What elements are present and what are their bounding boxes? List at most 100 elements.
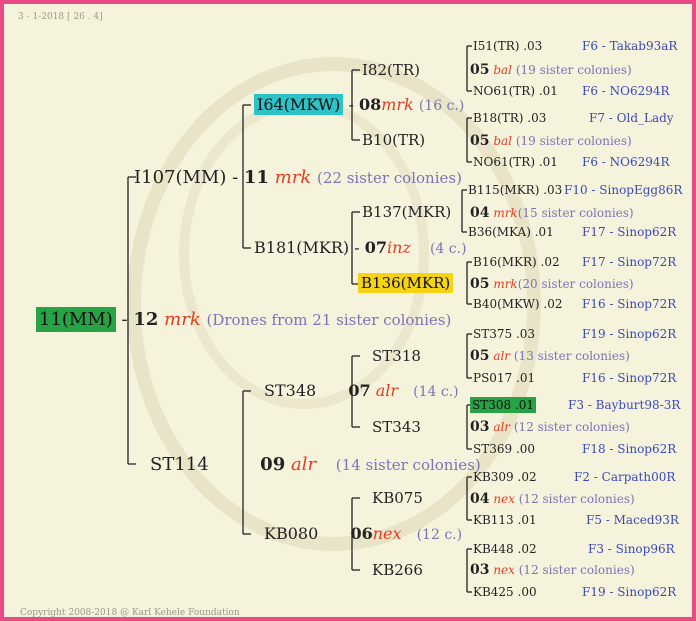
g3-c-note: (14 c.): [413, 384, 459, 400]
dam-mark: alr: [290, 454, 317, 475]
g4-b1-mark: mrk: [493, 206, 518, 220]
g3-c-node: ST348 07 alr (14 c.): [264, 381, 459, 400]
leaf-name: KB425 .00: [473, 585, 537, 599]
root-mark: mrk: [164, 309, 201, 330]
leaf-name: B16(MKR) .02: [473, 255, 560, 269]
leaf-ref: F6 - Takab93aR: [582, 39, 678, 53]
root-name: 11(MM): [36, 307, 116, 332]
g4-c1-name: ST318: [372, 347, 421, 365]
leaf-ref: F16 - Sinop72R: [582, 297, 677, 311]
leaf-ref: F16 - Sinop72R: [582, 371, 677, 385]
g4-c1-num: 05: [470, 348, 490, 364]
g4-a1-name: I82(TR): [362, 61, 421, 79]
g4-c1-mark: alr: [493, 349, 511, 363]
sire-mark: mrk: [274, 167, 312, 188]
g3-b-name: B181(MKR): [254, 238, 350, 257]
root-num: 12: [133, 309, 159, 330]
g4-d2-info: 03 nex (12 sister colonies): [470, 563, 635, 577]
g4-b1-num: 04: [470, 205, 490, 221]
g3-a-note: (16 c.): [418, 98, 465, 114]
leaf-highlight: ST308 .01: [470, 397, 537, 413]
g4-a1-num: 05: [470, 62, 490, 78]
g4-b1-name: B137(MKR): [362, 203, 452, 221]
sire-name: I107(MM): [134, 167, 227, 188]
g4-c2-num: 03: [470, 419, 490, 435]
leaf-ref: F6 - NO6294R: [582, 155, 670, 169]
g4-b2-num: 05: [470, 276, 490, 292]
g4-d1-mark: nex: [493, 492, 515, 506]
g4-a1-note: (19 sister colonies): [515, 63, 632, 77]
g4-b2-info: 05 mrk(20 sister colonies): [470, 277, 634, 291]
leaf-ref: F3 - Sinop96R: [588, 542, 675, 556]
leaf-ref: F19 - Sinop62R: [582, 327, 677, 341]
g4-b1-info: 04 mrk(15 sister colonies): [470, 206, 634, 220]
g4-a2-info: 05 bal (19 sister colonies): [470, 134, 632, 148]
leaf-name: ST308 .01: [470, 397, 537, 413]
g3-a-mark: mrk: [381, 95, 414, 114]
leaf-name: ST375 .03: [473, 327, 536, 341]
g3-b-mark: inz: [387, 238, 411, 257]
leaf-ref: F17 - Sinop72R: [582, 255, 677, 269]
dam-node: ST114 09 alr (14 sister colonies): [150, 456, 481, 474]
g4-a1-info: 05 bal (19 sister colonies): [470, 63, 632, 77]
g4-a2-mark: bal: [493, 134, 512, 148]
g4-d2-num: 03: [470, 562, 490, 578]
header-text: 3 - 1-2018 [ 26 . 4]: [18, 12, 103, 22]
leaf-ref: F5 - Maced93R: [586, 513, 679, 527]
g3-b-note: (4 c.): [429, 241, 467, 257]
root-note: (Drones from 21 sister colonies): [206, 311, 452, 329]
g4-d1-info: 04 nex (12 sister colonies): [470, 492, 635, 506]
root-node: 11(MM) - 12 mrk (Drones from 21 sister c…: [36, 307, 452, 332]
g3-b-num: 07: [364, 238, 388, 257]
g3-c-name: ST348: [264, 381, 317, 400]
sire-node: I107(MM) - 11 mrk (22 sister colonies): [134, 167, 462, 188]
g4-c2-note: (12 sister colonies): [513, 420, 630, 434]
g4-d1-note: (12 sister colonies): [518, 492, 635, 506]
g3-d-mark: nex: [372, 524, 402, 543]
pedigree-connectors: [127, 45, 472, 593]
g3-c-num: 07: [348, 381, 371, 400]
leaf-name: NO61(TR) .01: [473, 84, 558, 98]
leaf-ref: F2 - Carpath00R: [574, 470, 676, 484]
g3-d-num: 06: [350, 524, 373, 543]
g4-d2-mark: nex: [493, 563, 515, 577]
g4-d1-num: 04: [470, 491, 490, 507]
g3-d-node: KB080 06nex (12 c.): [264, 524, 463, 543]
g4-c2-mark: alr: [493, 420, 511, 434]
g3-b-node: B181(MKR) - 07inz (4 c.): [254, 238, 467, 257]
leaf-ref: F6 - NO6294R: [582, 84, 670, 98]
leaf-name: KB113 .01: [473, 513, 537, 527]
g3-d-name: KB080: [264, 524, 319, 543]
g4-b1-note: (15 sister colonies): [517, 206, 634, 220]
leaf-name: KB448 .02: [473, 542, 537, 556]
leaf-ref: F18 - Sinop62R: [582, 442, 677, 456]
g3-a-num: 08: [358, 95, 382, 114]
sire-note: (22 sister colonies): [317, 169, 462, 187]
g4-a1-mark: bal: [493, 63, 512, 77]
g4-a2-name: B10(TR): [362, 131, 426, 149]
g3-a-node: I64(MKW) - 08mrk (16 c.): [254, 94, 465, 115]
g3-c-mark: alr: [375, 381, 399, 400]
g4-c1-note: (13 sister colonies): [513, 349, 630, 363]
g4-d2-name: KB266: [372, 561, 423, 579]
leaf-name: NO61(TR) .01: [473, 155, 558, 169]
copyright-text: Copyright 2008-2018 @ Karl Kehele Founda…: [20, 608, 240, 618]
leaf-ref: F17 - Sinop62R: [582, 225, 677, 239]
g4-c2-name: ST343: [372, 418, 421, 436]
leaf-ref: F7 - Old_Lady: [589, 111, 674, 125]
leaf-name: B18(TR) .03: [473, 111, 547, 125]
g4-d1-name: KB075: [372, 489, 423, 507]
leaf-name: I51(TR) .03: [473, 39, 543, 53]
leaf-name: KB309 .02: [473, 470, 537, 484]
leaf-name: PS017 .01: [473, 371, 536, 385]
g3-d-note: (12 c.): [416, 527, 463, 543]
g4-a2-num: 05: [470, 133, 490, 149]
leaf-name: B115(MKR) .03: [468, 183, 563, 197]
dam-note: (14 sister colonies): [335, 456, 481, 474]
g4-b2-label: B136(MKR): [358, 273, 454, 293]
g3-a-name: I64(MKW): [254, 94, 344, 115]
g4-d2-note: (12 sister colonies): [518, 563, 635, 577]
g4-c1-info: 05 alr (13 sister colonies): [470, 349, 630, 363]
sire-num: 11: [243, 167, 269, 188]
